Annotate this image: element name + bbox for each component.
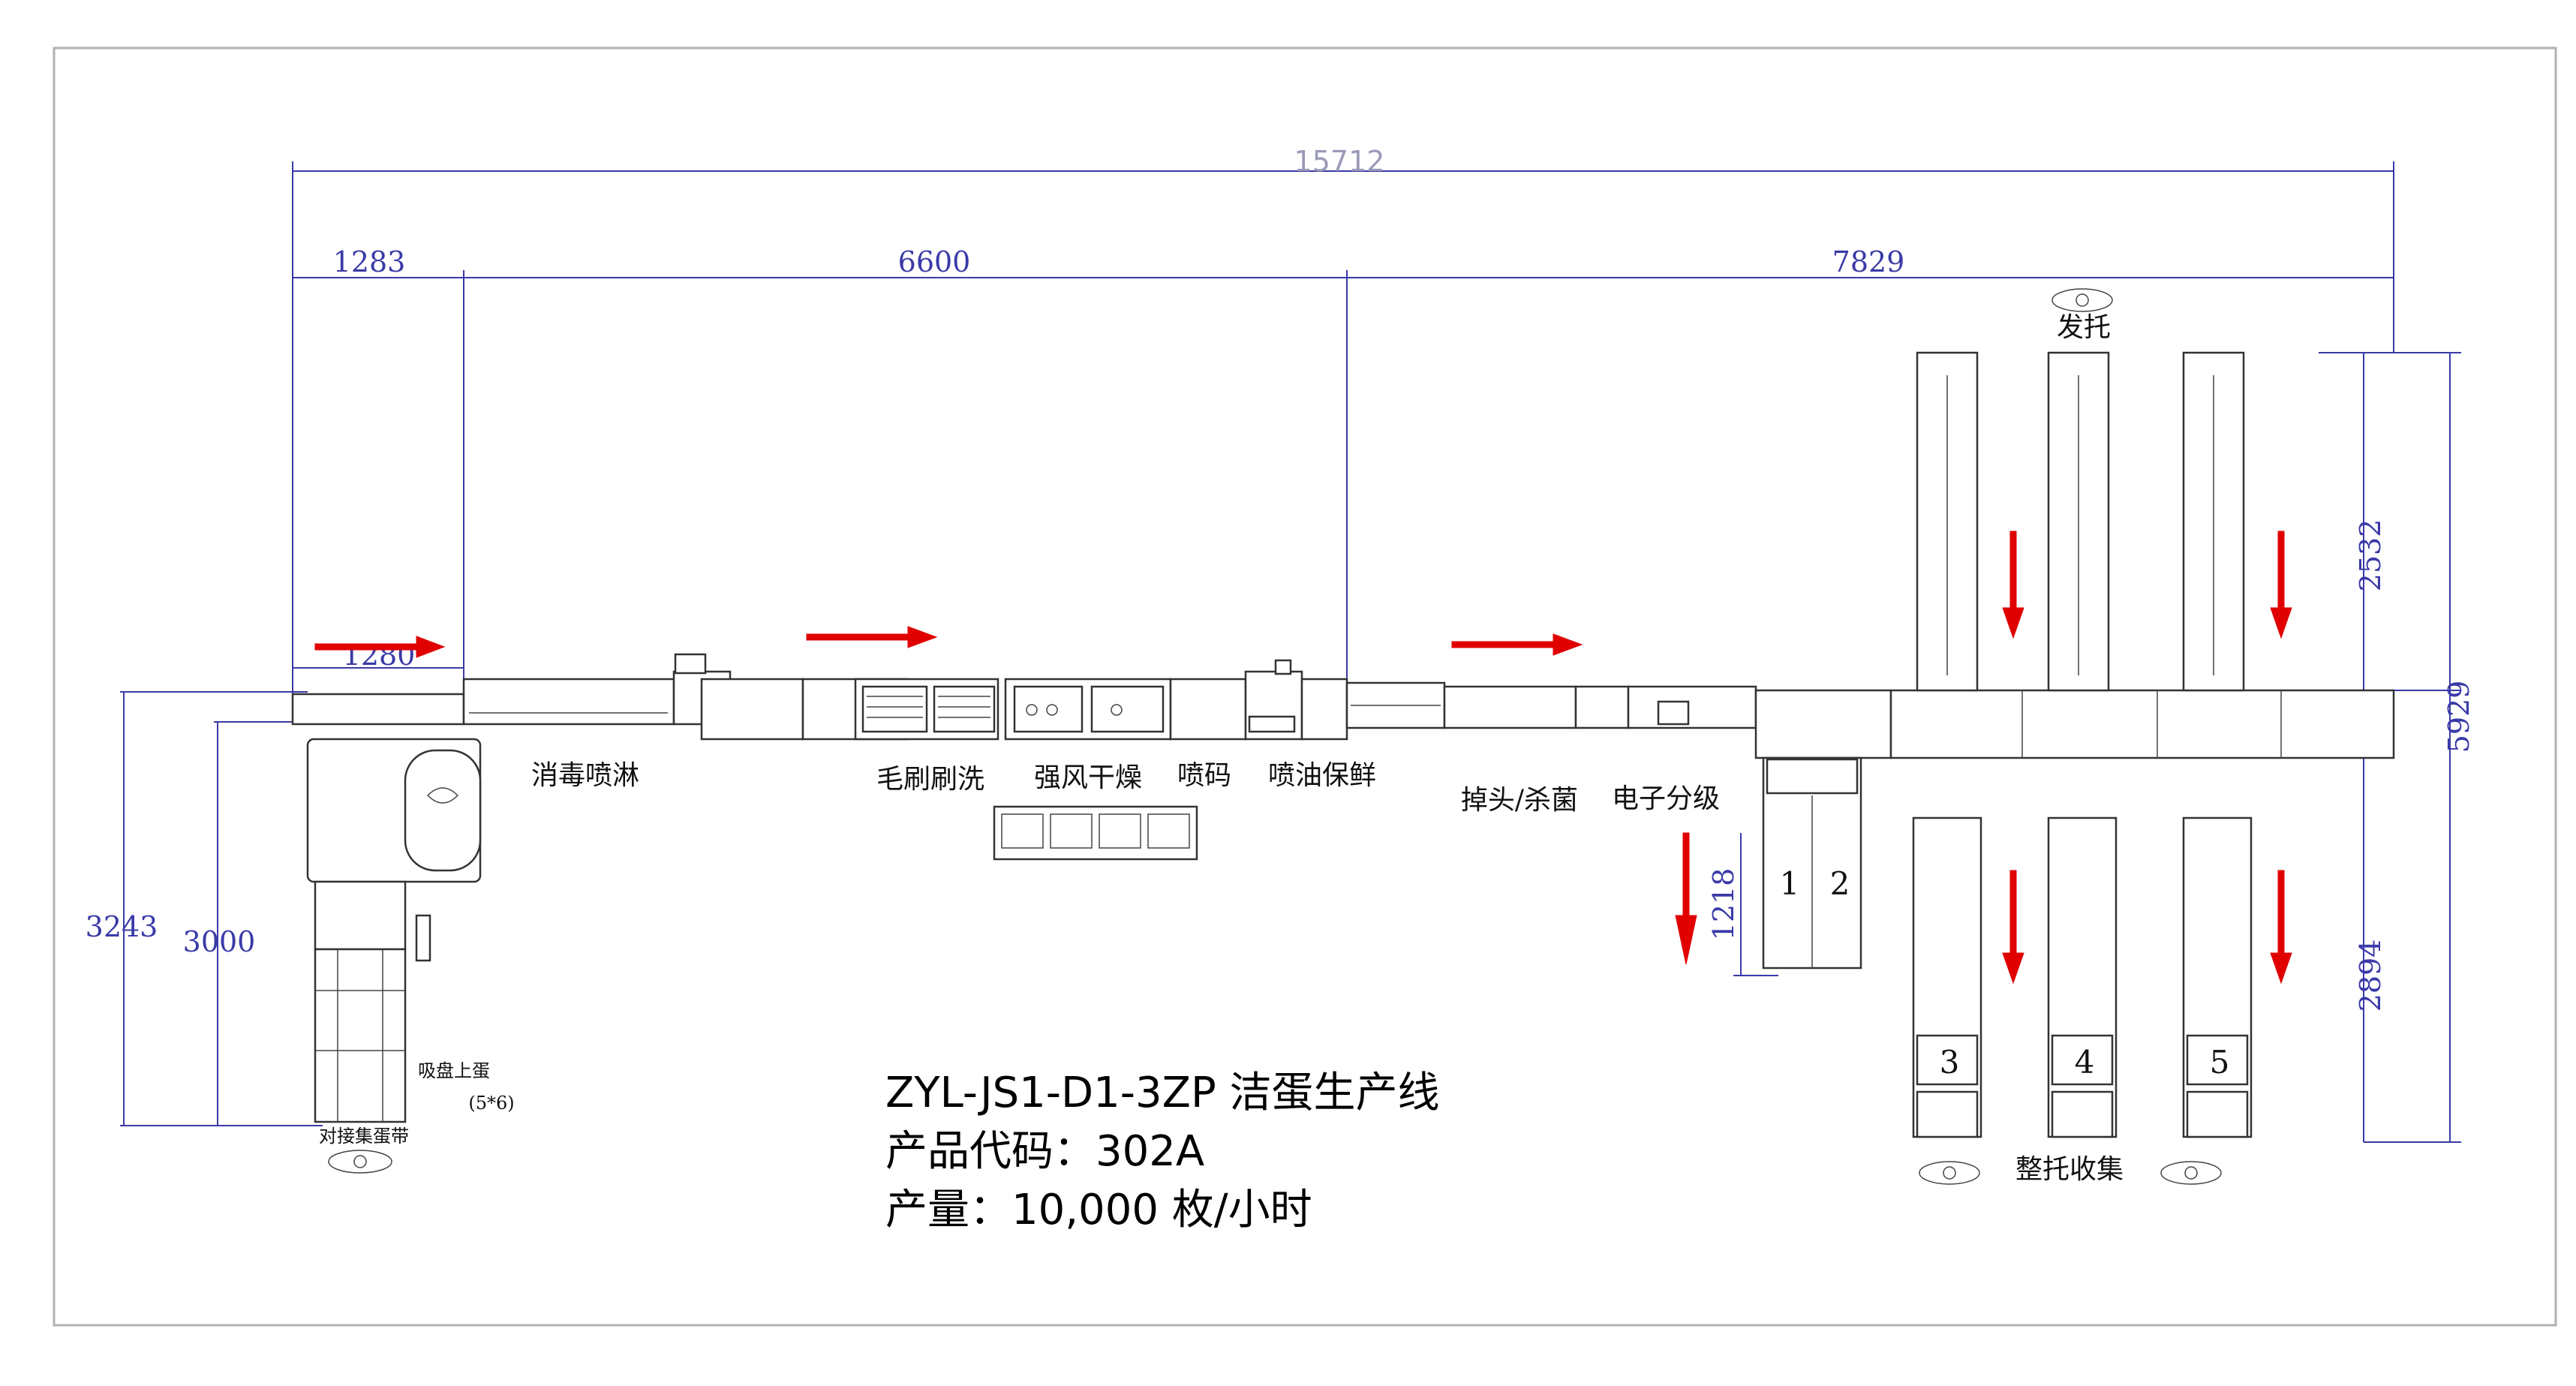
dim-left-outer: 3243	[86, 910, 158, 943]
dim-seg1: 1283	[333, 245, 406, 278]
lane-number-group: 1 2 3 4 5	[1780, 865, 2230, 1081]
label-head-sterilize: 掉头/杀菌	[1461, 785, 1578, 816]
flow-arrow	[806, 626, 938, 648]
lane-number: 3	[1940, 1044, 1960, 1081]
dim-grader-drop: 1218	[1707, 868, 1740, 941]
dim-upper-height: 2532	[2354, 519, 2387, 592]
machine-group	[291, 288, 2395, 1185]
flow-arrow	[2270, 531, 2292, 639]
dim-seg2: 6600	[898, 245, 971, 278]
flow-arrow-group	[314, 531, 2292, 985]
label-electronic-grading: 电子分级	[1612, 783, 1720, 814]
label-tray-collect: 整托收集	[2015, 1154, 2124, 1185]
flow-arrow	[1675, 832, 1697, 965]
label-group: 消毒喷淋 毛刷刷洗 强风干燥 喷码 喷油保鲜 掉头/杀菌 电子分级 发托 整托收…	[319, 312, 2124, 1185]
dim-overall-height: 5929	[2442, 681, 2475, 753]
label-brush-wash: 毛刷刷洗	[876, 764, 984, 795]
title-line-model: ZYL-JS1-D1-3ZP 洁蛋生产线	[885, 1069, 1440, 1117]
label-suction-spec: (5*6)	[468, 1093, 514, 1114]
label-air-dry: 强风干燥	[1034, 762, 1142, 793]
dimension-group: 15712 1283 6600 7829 1280 3243 3000 1218…	[86, 145, 2475, 1143]
drawing-border	[53, 47, 2557, 1327]
label-disinfect-spray: 消毒喷淋	[531, 760, 639, 791]
lane-number: 4	[2075, 1044, 2095, 1081]
flow-arrow	[314, 636, 446, 658]
label-oil-spray: 喷油保鲜	[1268, 760, 1376, 791]
label-suction-loading: 吸盘上蛋	[418, 1060, 490, 1081]
label-tray-supply: 发托	[2057, 312, 2111, 343]
lane-number: 2	[1830, 865, 1850, 902]
title-line-product-code: 产品代码：302A	[885, 1127, 1204, 1176]
title-line-capacity: 产量：10,000 枚/小时	[885, 1186, 1312, 1234]
dim-seg3: 7829	[1832, 245, 1905, 278]
dim-left-inner: 3000	[183, 925, 256, 958]
flow-arrow	[1451, 633, 1583, 656]
flow-arrow	[2002, 531, 2024, 639]
flow-arrow	[2002, 870, 2024, 985]
dim-lower-height: 2894	[2354, 940, 2387, 1012]
lane-number: 5	[2210, 1044, 2230, 1081]
title-block: ZYL-JS1-D1-3ZP 洁蛋生产线 产品代码：302A 产量：10,000…	[885, 1069, 1440, 1234]
flow-arrow	[2270, 870, 2292, 985]
lane-number: 1	[1780, 865, 1800, 902]
label-connect-belt: 对接集蛋带	[319, 1126, 409, 1147]
label-inkjet: 喷码	[1177, 760, 1231, 791]
dim-total-length: 15712	[1294, 145, 1385, 178]
